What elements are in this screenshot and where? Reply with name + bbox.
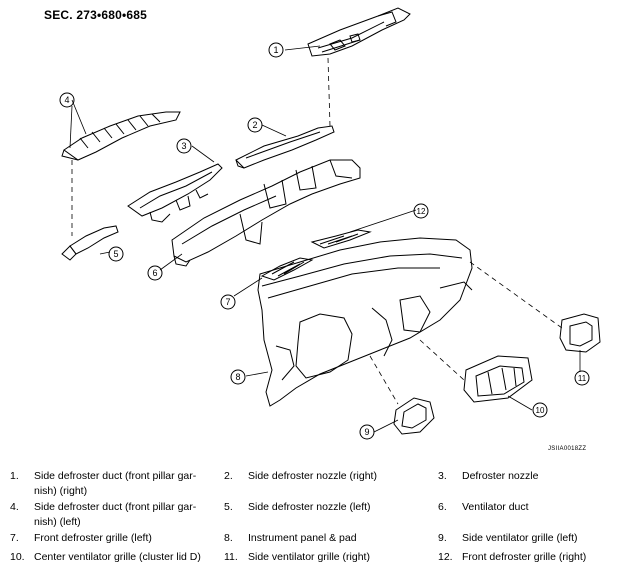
instrument-panel — [257, 237, 473, 407]
legend-num: 10. — [10, 551, 25, 563]
legend-num: 12. — [438, 551, 453, 563]
legend-text: Side defroster duct (front pillar gar- n… — [34, 470, 197, 497]
side-defroster-nozzle-left — [61, 225, 119, 261]
defroster-nozzle — [127, 163, 223, 223]
side-ventilator-grille-left — [393, 397, 435, 435]
legend-num: 2. — [224, 470, 233, 482]
legend-num: 4. — [10, 501, 19, 513]
legend-num: 11. — [224, 551, 238, 563]
callout-10: 10 — [536, 406, 545, 415]
legend-num: 1. — [10, 470, 19, 482]
callout-2: 2 — [252, 120, 257, 130]
callout-5: 5 — [113, 249, 118, 259]
side-defroster-nozzle-right — [235, 125, 335, 169]
callout-9: 9 — [364, 427, 369, 437]
legend-text: Side ventilator grille (right) — [248, 551, 370, 563]
legend-num: 5. — [224, 501, 233, 513]
callout-6: 6 — [152, 268, 157, 278]
side-defroster-duct-right — [307, 7, 411, 57]
legend-text: Front defroster grille (right) — [462, 551, 587, 563]
legend-text: Ventilator duct — [462, 501, 529, 513]
callout-12: 12 — [417, 207, 426, 216]
callout-7: 7 — [225, 297, 230, 307]
legend-text: Side defroster duct (front pillar gar- n… — [34, 501, 197, 528]
side-ventilator-grille-right — [559, 313, 601, 353]
front-defroster-grille-right — [310, 229, 372, 249]
legend-text: Defroster nozzle — [462, 470, 539, 482]
legend-num: 3. — [438, 470, 447, 482]
legend-text: Side defroster nozzle (left) — [248, 501, 371, 513]
legend-num: 7. — [10, 532, 19, 544]
legend-text: Center ventilator grille (cluster lid D) — [34, 551, 201, 563]
front-defroster-grille-left — [260, 257, 314, 281]
legend-text: Side ventilator grille (left) — [462, 532, 578, 544]
legend-num: 8. — [224, 532, 233, 544]
figure-code: JSIIA0018ZZ — [548, 446, 587, 452]
legend-num: 6. — [438, 501, 447, 513]
legend-text: Front defroster grille (left) — [34, 532, 152, 544]
side-defroster-duct-left — [61, 111, 181, 161]
ventilator-duct — [171, 159, 361, 267]
legend-text: Instrument panel & pad — [248, 532, 357, 544]
callout-1: 1 — [273, 45, 278, 55]
center-ventilator-grille — [463, 355, 533, 403]
callout-3: 3 — [181, 141, 186, 151]
legend-num: 9. — [438, 532, 447, 544]
callout-markers — [59, 42, 590, 440]
exploded-view-diagram: 1 2 3 4 5 6 7 8 9 10 11 12 — [59, 7, 601, 440]
legend-text: Side defroster nozzle (right) — [248, 470, 377, 482]
section-reference: SEC. 273•680•685 — [44, 8, 148, 22]
callout-4: 4 — [64, 95, 69, 105]
callout-8: 8 — [235, 372, 240, 382]
callout-11: 11 — [578, 374, 587, 383]
